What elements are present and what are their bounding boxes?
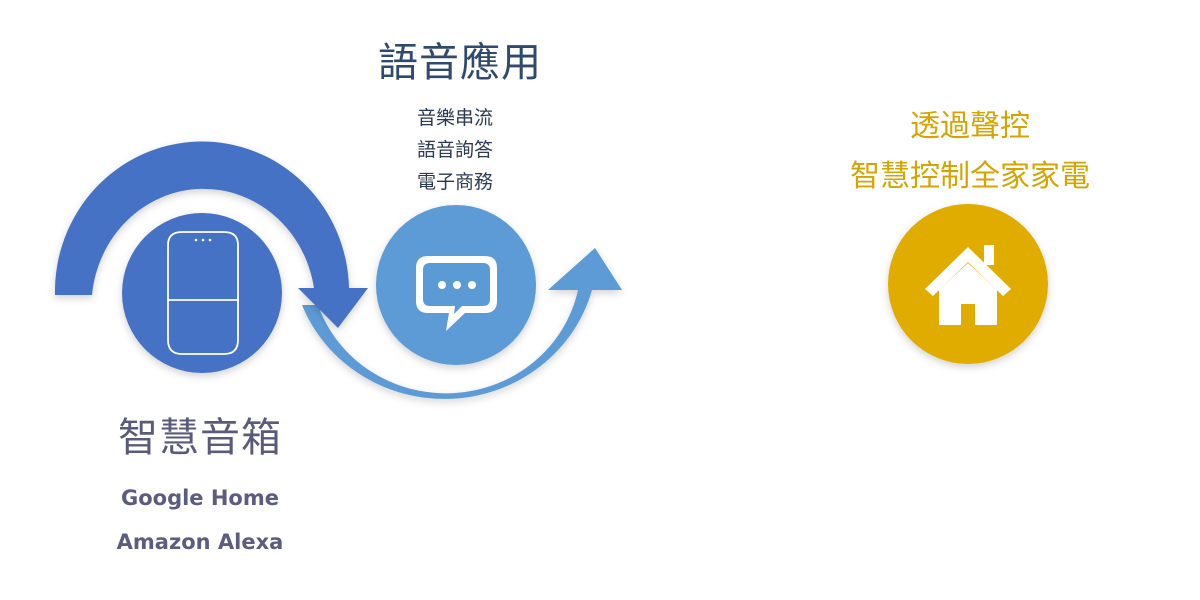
smart-speaker-title: 智慧音箱 — [118, 415, 282, 461]
voice-apps-list: 音樂串流 語音詢答 電子商務 — [380, 102, 530, 198]
home-control-caption: 透過聲控 智慧控制全家家電 — [820, 102, 1120, 202]
upper-arc-arrow — [54, 141, 368, 328]
smart-speaker-icon — [167, 231, 239, 355]
voice-app-item: 電子商務 — [416, 171, 493, 193]
speaker-circle — [122, 213, 282, 373]
speaker-brand-item: Amazon Alexa — [116, 530, 284, 554]
speaker-brand-item: Google Home — [120, 486, 279, 510]
voice-app-item: 音樂串流 — [416, 107, 493, 129]
home-control-line1: 透過聲控 — [910, 109, 1030, 144]
voice-app-item: 語音詢答 — [416, 139, 493, 161]
voice-apps-title: 語音應用 — [378, 40, 542, 86]
lower-arc-arrow — [302, 248, 622, 399]
smart-speaker-list: Google Home Amazon Alexa — [90, 476, 310, 564]
house-icon — [925, 245, 1011, 325]
chat-bubble-icon — [416, 256, 497, 331]
home-control-line2: 智慧控制全家家電 — [850, 159, 1090, 194]
